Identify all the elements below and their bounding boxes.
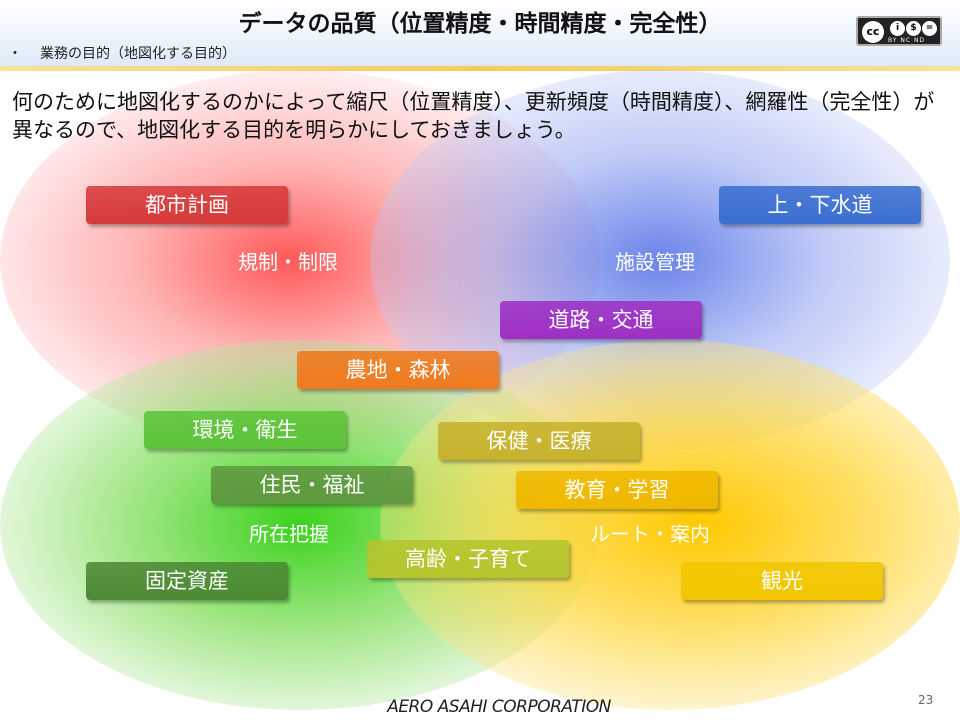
region-label-blue: 施設管理 [615,250,695,274]
region-label-green: 所在把握 [249,522,329,546]
tag-nochi: 農地・森林 [297,351,499,389]
tag-toshi: 都市計画 [86,186,288,224]
tag-gesui: 上・下水道 [719,186,921,224]
by-icon: i [890,21,905,36]
cc-license-badge: cc i $ = BY NC ND [856,16,942,46]
cc-icon: cc [862,21,884,43]
region-label-yellow: ルート・案内 [590,522,710,546]
page-number: 23 [918,693,934,707]
tag-jumin: 住民・福祉 [211,466,413,504]
slide-title: データの品質（位置精度・時間精度・完全性） [238,11,722,37]
tag-hoken: 保健・医療 [438,422,640,460]
company-logo-text: AERO ASAHI CORPORATION [387,697,611,717]
nc-icon: $ [906,21,921,36]
intro-text: 何のために地図化するのかによって縮尺（位置精度）、更新頻度（時間精度）、網羅性（… [12,90,935,142]
tag-kyoiku: 教育・学習 [516,471,718,509]
tag-doro: 道路・交通 [500,301,702,339]
subtitle-text: 業務の目的（地図化する目的） [40,46,236,62]
tag-kankyo: 環境・衛生 [144,411,346,449]
bullet-glyph: ・ [8,46,22,62]
slide-subtitle: ・ 業務の目的（地図化する目的） [8,43,236,63]
tag-kotei: 固定資産 [86,562,288,600]
tag-kanko: 観光 [681,562,883,600]
header-divider [0,66,960,71]
region-label-red: 規制・制限 [238,250,338,274]
header-band [0,0,960,70]
tag-korei: 高齢・子育て [367,540,569,578]
nd-icon: = [922,21,937,36]
region-blob-yellow [380,340,960,710]
license-label: BY NC ND [888,37,926,44]
